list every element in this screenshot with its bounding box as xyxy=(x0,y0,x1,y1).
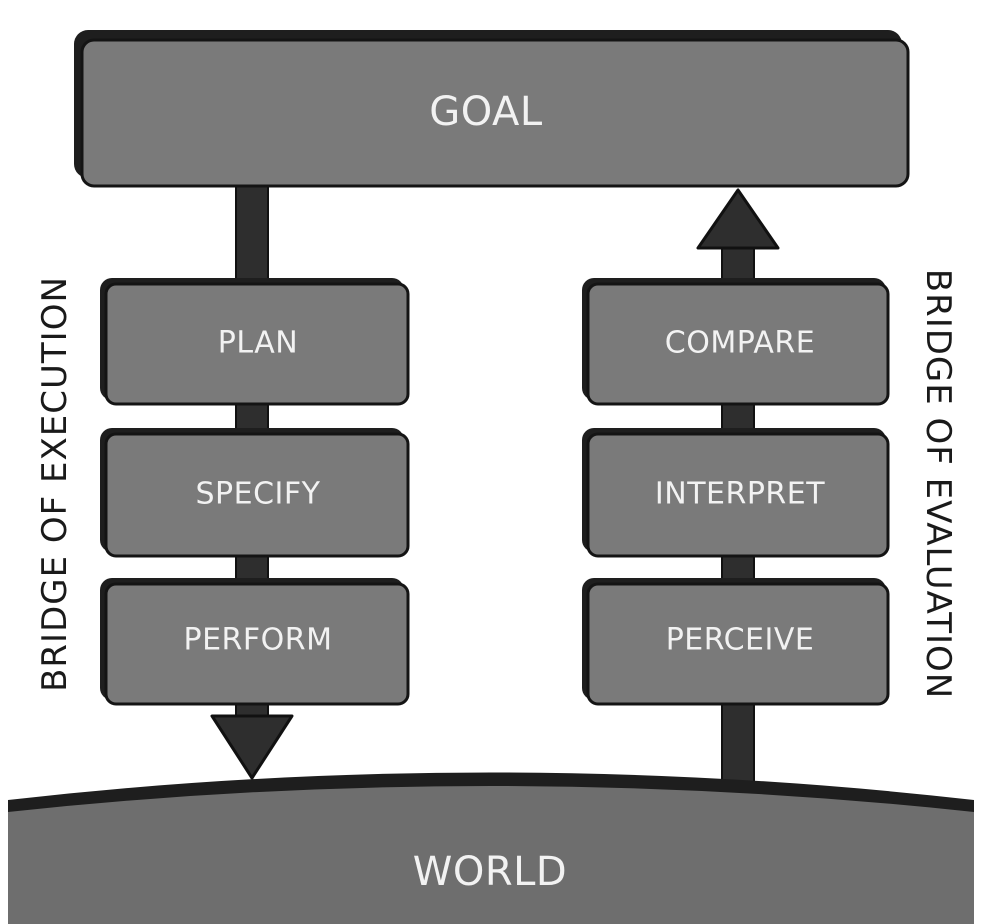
world-label: WORLD xyxy=(413,849,567,895)
step-box-perceive: PERCEIVE xyxy=(582,578,890,706)
step-box-specify: SPECIFY xyxy=(100,428,410,558)
step-label-plan: PLAN xyxy=(218,326,298,361)
step-box-compare: COMPARE xyxy=(582,278,890,406)
bridge-of-evaluation-label: BRIDGE OF EVALUATION xyxy=(918,269,958,700)
step-box-plan: PLAN xyxy=(100,278,410,406)
step-box-interpret: INTERPRET xyxy=(582,428,890,558)
step-label-compare: COMPARE xyxy=(665,326,815,361)
world-shape: WORLD xyxy=(8,772,974,924)
step-label-specify: SPECIFY xyxy=(196,477,321,512)
step-label-perform: PERFORM xyxy=(184,623,333,658)
goal-label: GOAL xyxy=(429,89,543,135)
step-label-interpret: INTERPRET xyxy=(655,477,825,512)
step-box-perform: PERFORM xyxy=(100,578,410,706)
step-label-perceive: PERCEIVE xyxy=(666,623,815,658)
goal-box: GOAL xyxy=(74,30,910,188)
bridge-of-execution-label: BRIDGE OF EXECUTION xyxy=(35,276,75,692)
